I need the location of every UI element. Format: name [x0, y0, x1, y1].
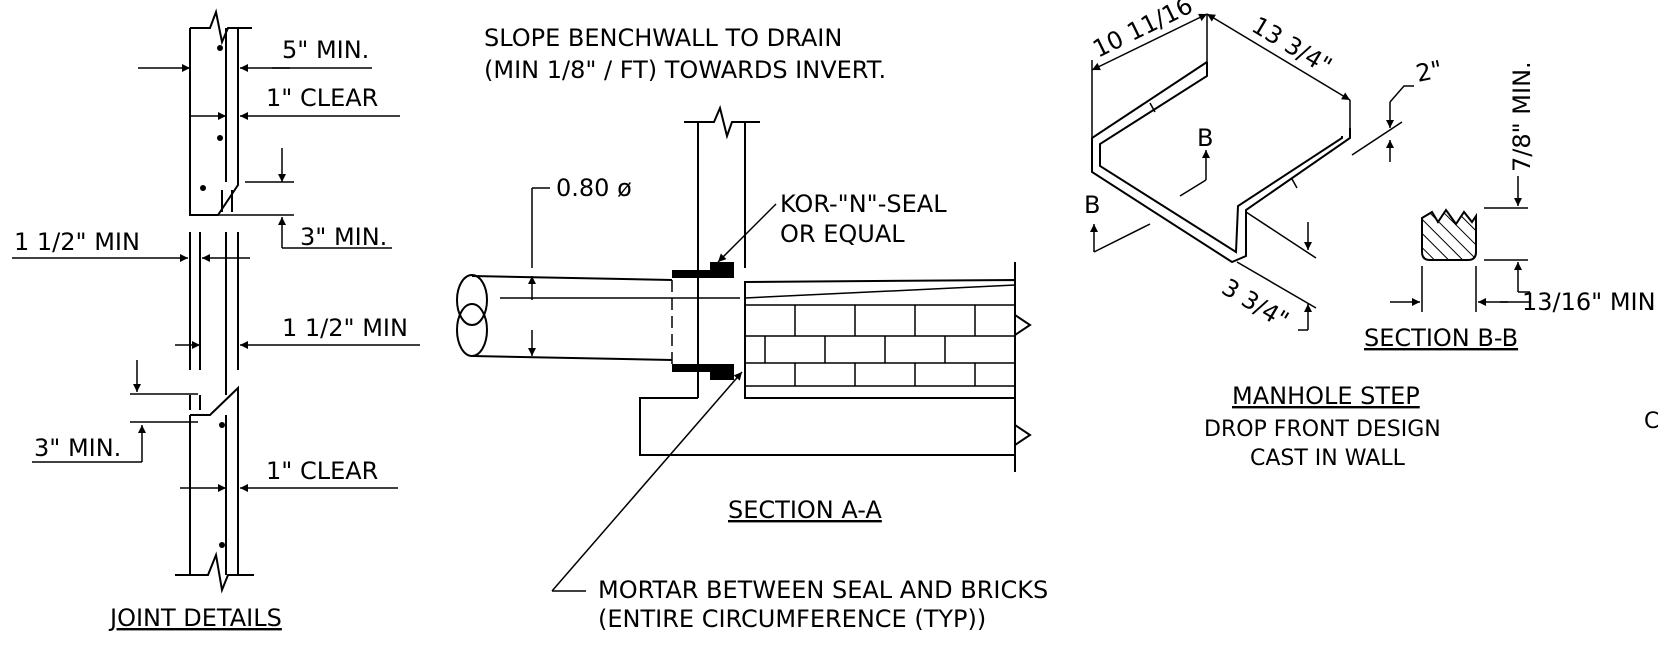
section-b-b-title: SECTION B-B	[1364, 324, 1518, 352]
step-bar-section	[1421, 208, 1477, 261]
dim-3in-min-top: 3" MIN.	[300, 223, 387, 251]
joint-details-title: JOINT DETAILS	[108, 604, 282, 632]
dim-1in-clear-top: 1" CLEAR	[266, 84, 378, 112]
section-b-b: 7/8" MIN. 13/16" MIN. SECTION B-B	[1364, 61, 1658, 352]
joint-details: 5" MIN. 1" CLEAR 3" MIN. 1 1/2" MIN 1 1/…	[12, 8, 420, 632]
manhole-step-title: MANHOLE STEP	[1232, 382, 1420, 410]
pipe-seal	[672, 262, 734, 380]
edge-fragment-text: C	[1644, 409, 1658, 434]
benchwall-note-line2: (MIN 1/8" / FT) TOWARDS INVERT.	[484, 56, 886, 84]
section-b-width-dim: 13/16" MIN.	[1522, 288, 1658, 316]
cut-b-left: B	[1084, 191, 1100, 219]
mortar-note-line2: (ENTIRE CIRCUMFERENCE (TYP))	[598, 605, 986, 633]
brick-bench	[744, 262, 1032, 472]
seal-label-line1: KOR-"N"-SEAL	[780, 190, 947, 218]
pipe-diameter-label: 0.80 ø	[556, 174, 632, 202]
benchwall-note-line1: SLOPE BENCHWALL TO DRAIN	[484, 24, 842, 52]
seal-label-line2: OR EQUAL	[780, 220, 905, 248]
step-drop-dim: 3 3/4"	[1217, 273, 1294, 334]
step-width-dim: 10 11/16"	[1088, 0, 1207, 63]
joint-upper-wall	[189, 8, 252, 216]
section-a-a-title: SECTION A-A	[728, 496, 882, 524]
section-a-a: SLOPE BENCHWALL TO DRAIN (MIN 1/8" / FT)…	[456, 24, 1048, 633]
pipe	[456, 274, 740, 368]
section-b-height-dim: 7/8" MIN.	[1508, 61, 1536, 172]
joint-middle-wall	[189, 190, 239, 395]
dim-1-5in-min-right: 1 1/2" MIN	[282, 314, 408, 342]
step-thickness-dim: 2"	[1413, 55, 1445, 88]
dim-1-5in-min-left: 1 1/2" MIN	[14, 228, 140, 256]
mortar-note-line1: MORTAR BETWEEN SEAL AND BRICKS	[598, 576, 1048, 604]
cut-b-right: B	[1197, 124, 1213, 152]
manhole-step-sub1: DROP FRONT DESIGN	[1204, 417, 1441, 442]
dim-5in-min: 5" MIN.	[282, 36, 369, 64]
joint-lower-wall	[175, 385, 254, 594]
dim-3in-min-bottom: 3" MIN.	[34, 434, 121, 462]
manhole-step: 10 11/16" 13 3/4" 2" 3 3/4" B B MANHOLE …	[1084, 0, 1445, 471]
dim-1in-clear-bottom: 1" CLEAR	[266, 457, 378, 485]
manhole-step-sub2: CAST IN WALL	[1250, 446, 1406, 471]
